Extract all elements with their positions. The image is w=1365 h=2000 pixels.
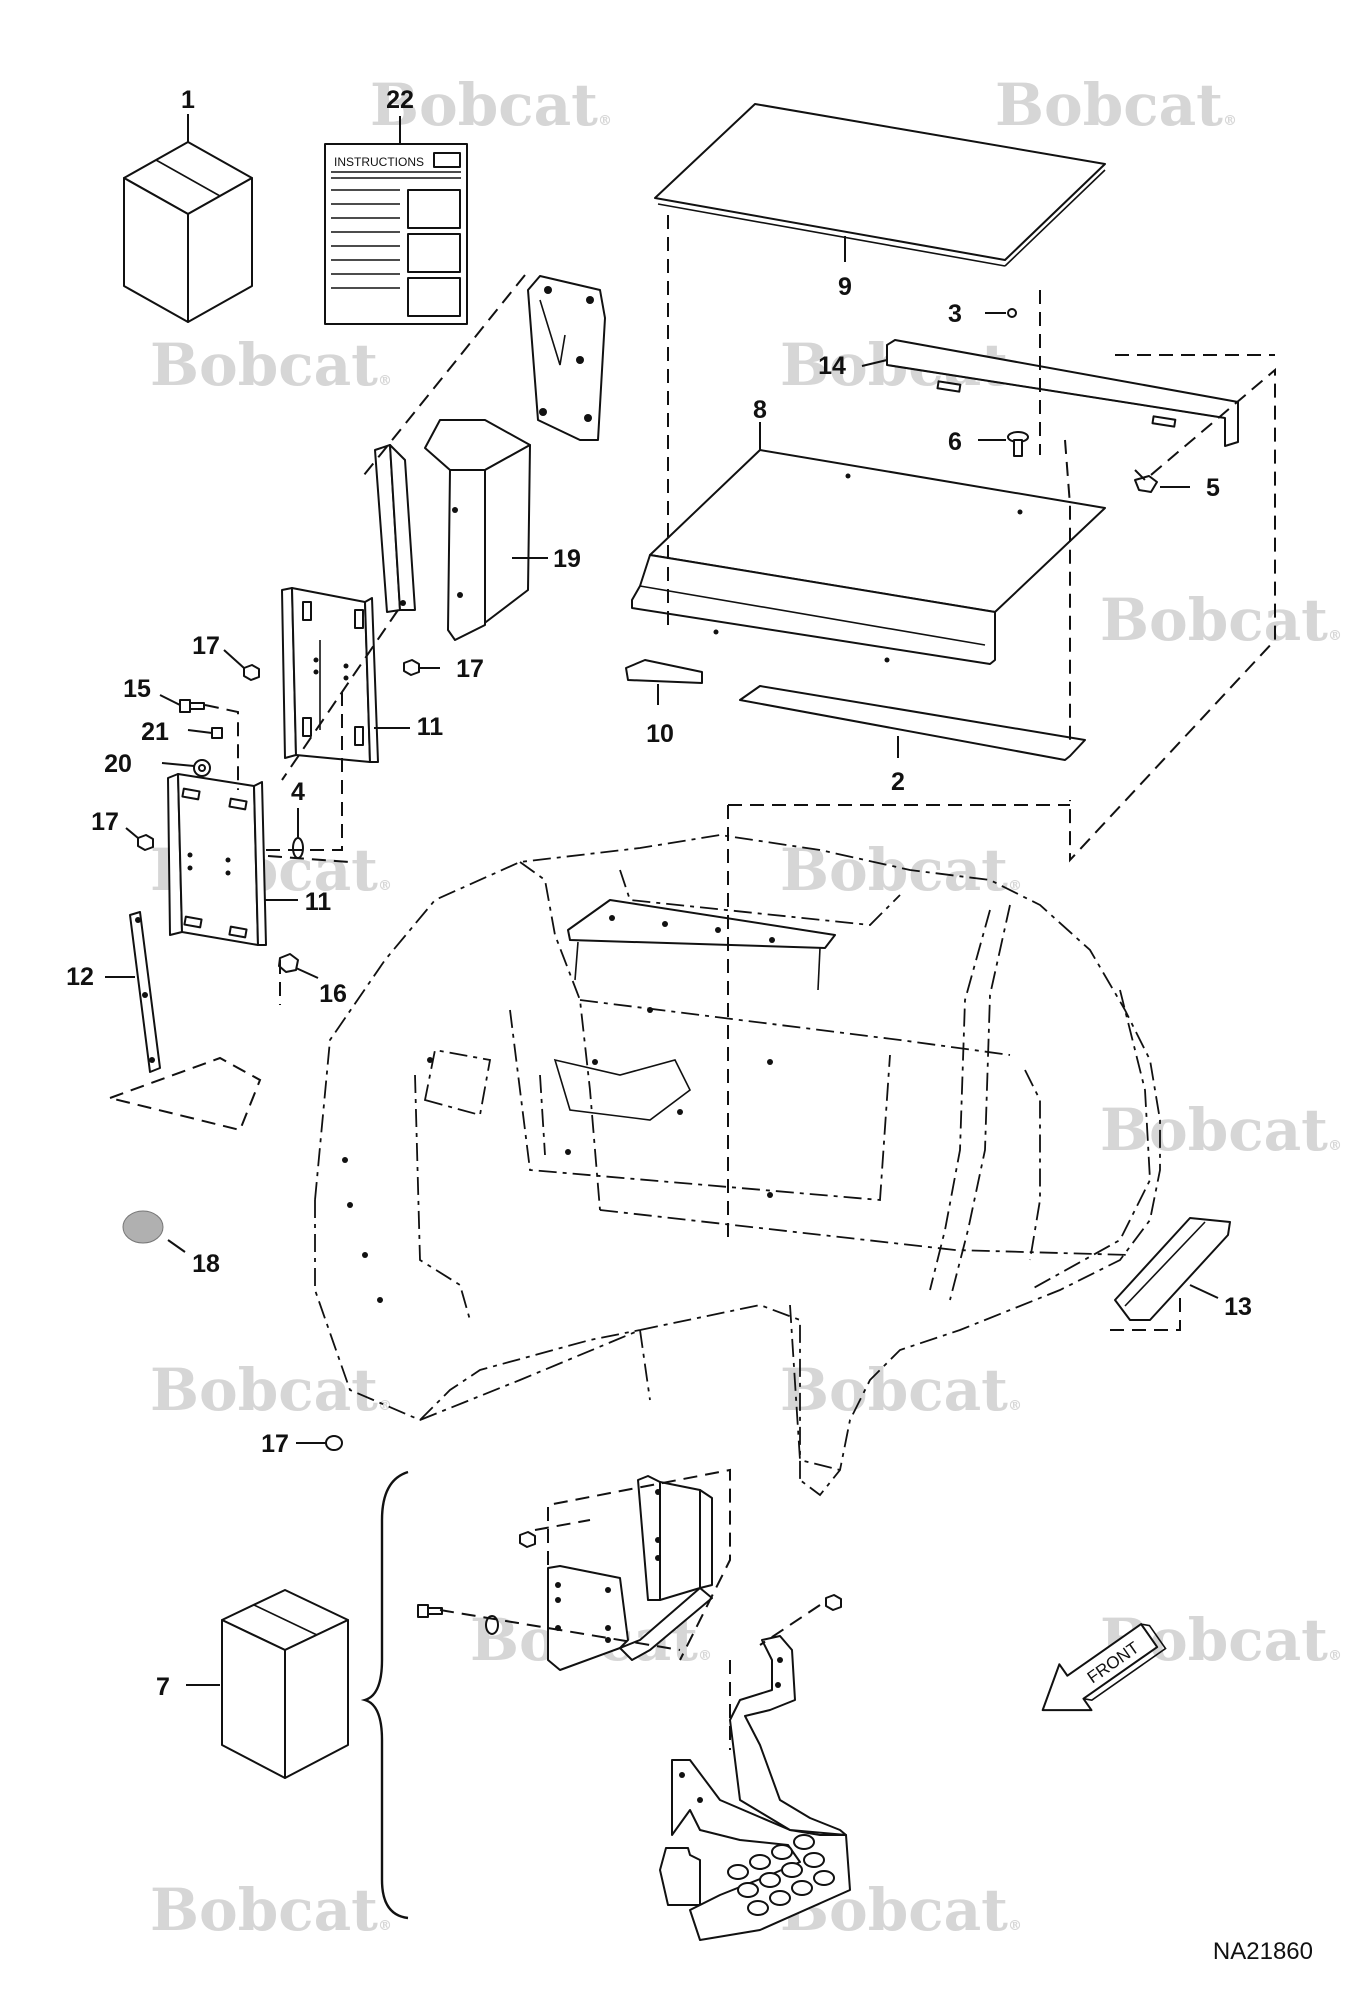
watermark-registered-mark: ®	[698, 1648, 712, 1664]
part-6-pin	[978, 431, 1029, 457]
svg-text:Bobcat®: Bobcat®	[1100, 1096, 1342, 1164]
drawing-number: NA21860	[1212, 1938, 1313, 1965]
part-3-screw	[985, 308, 1017, 318]
callout-11-lower: 11	[305, 888, 332, 916]
callout-18: 18	[192, 1250, 220, 1278]
callout-10: 10	[646, 720, 674, 748]
svg-text:Bobcat®: Bobcat®	[150, 1356, 392, 1424]
callout-2: 2	[891, 768, 905, 796]
step-tread	[727, 1834, 835, 1916]
callout-5: 5	[1206, 474, 1220, 502]
svg-text:Bobcat®: Bobcat®	[780, 836, 1022, 904]
callout-6: 6	[948, 428, 962, 456]
watermark: Bobcat®	[150, 331, 392, 399]
callout-21: 21	[141, 718, 169, 746]
callout-20: 20	[104, 750, 132, 778]
instruction-sheet-title: INSTRUCTIONS	[334, 155, 424, 169]
watermark: Bobcat®	[370, 71, 612, 139]
watermark-registered-mark: ®	[1008, 1918, 1022, 1934]
watermark: Bobcat®	[150, 1356, 392, 1424]
part-13-side-step	[1114, 1217, 1231, 1321]
machine-body-outline	[314, 834, 1161, 1497]
watermark-registered-mark: ®	[378, 878, 392, 894]
part-1-kit-box	[123, 114, 253, 323]
watermark-registered-mark: ®	[1223, 113, 1237, 129]
callout-16: 16	[319, 980, 347, 1008]
svg-text:Bobcat®: Bobcat®	[150, 1876, 392, 1944]
watermark-registered-mark: ®	[1328, 1648, 1342, 1664]
part-11-upper-mount	[281, 587, 410, 763]
part-5-clip-nut	[1134, 475, 1190, 493]
part-16-bolt	[278, 953, 319, 979]
watermark-registered-mark: ®	[1008, 1398, 1022, 1414]
part-15-bolt	[159, 694, 205, 713]
part-18-oval-decal	[122, 1210, 186, 1253]
step-bracket-fasteners	[417, 1531, 842, 1635]
callout-13: 13	[1224, 1293, 1252, 1321]
part-8-floor-plate	[631, 422, 1106, 665]
callout-17-upper-left: 17	[192, 632, 220, 660]
part-14-angle-bracket	[861, 339, 1239, 447]
watermark: Bobcat®	[780, 836, 1022, 904]
callout-17-upper-right: 17	[456, 655, 484, 683]
svg-text:Bobcat®: Bobcat®	[780, 1356, 1022, 1424]
callout-12: 12	[66, 963, 94, 991]
step-guide-lines	[439, 1468, 821, 1750]
upper-tall-bracket	[527, 275, 606, 441]
part-7-kit-box	[186, 1589, 349, 1779]
callout-8: 8	[753, 396, 767, 424]
svg-text:Bobcat®: Bobcat®	[1100, 586, 1342, 654]
part-2-long-strip	[739, 685, 1086, 761]
callout-3: 3	[948, 300, 962, 328]
svg-text:Bobcat®: Bobcat®	[995, 71, 1237, 139]
part-22-instruction-sheet	[324, 116, 468, 325]
watermark-group: Bobcat® Bobcat® Bobcat® Bobcat® Bobcat® …	[150, 71, 1342, 1944]
part-17-nut	[223, 649, 260, 681]
part-9-top-panel	[654, 103, 1106, 267]
step-assembly	[659, 1635, 851, 1941]
part-19-cover-bracket	[374, 419, 548, 641]
fastener-group-left	[125, 649, 440, 979]
watermark: Bobcat®	[1100, 586, 1342, 654]
part-12-vertical-strip	[105, 911, 161, 1073]
part-17-nut	[403, 659, 440, 676]
callout-17-lower: 17	[261, 1430, 289, 1458]
callout-9: 9	[838, 273, 852, 301]
watermark-registered-mark: ®	[1328, 628, 1342, 644]
part-7-group-brace	[360, 1470, 409, 1920]
body-inner-bracket	[342, 899, 836, 1303]
callout-22: 22	[386, 86, 414, 114]
callout-1: 1	[181, 86, 195, 114]
step-mount-bracket	[547, 1475, 713, 1671]
part-4-washer	[292, 808, 304, 859]
callout-labels: 1 22 9 3 14 8 6 5 19 17 17 15 11 10 21 2…	[66, 86, 1252, 1701]
watermark: Bobcat®	[1100, 1096, 1342, 1164]
part-11-lower-mount	[167, 773, 298, 946]
part-17-nut	[125, 827, 154, 851]
callout-4: 4	[291, 778, 305, 806]
part-20-washer	[161, 759, 211, 777]
callout-19: 19	[553, 545, 581, 573]
svg-text:Bobcat®: Bobcat®	[370, 71, 612, 139]
watermark-registered-mark: ®	[378, 1398, 392, 1414]
watermark-registered-mark: ®	[378, 1918, 392, 1934]
callout-14: 14	[818, 352, 846, 380]
callout-7: 7	[156, 1673, 170, 1701]
assembly-guide-lines	[109, 215, 1276, 1331]
callout-17-left: 17	[91, 808, 119, 836]
svg-text:Bobcat®: Bobcat®	[150, 331, 392, 399]
callout-15: 15	[123, 675, 151, 703]
watermark-registered-mark: ®	[378, 373, 392, 389]
watermark: Bobcat®	[780, 1356, 1022, 1424]
watermark: Bobcat®	[995, 71, 1237, 139]
callout-11-upper: 11	[417, 713, 444, 741]
watermark-registered-mark: ®	[598, 113, 612, 129]
part-17-nut	[296, 1435, 343, 1451]
part-21-screw	[187, 727, 223, 739]
watermark-registered-mark: ®	[1328, 1138, 1342, 1154]
part-10-small-strip	[625, 659, 703, 705]
watermark: Bobcat®	[150, 1876, 392, 1944]
